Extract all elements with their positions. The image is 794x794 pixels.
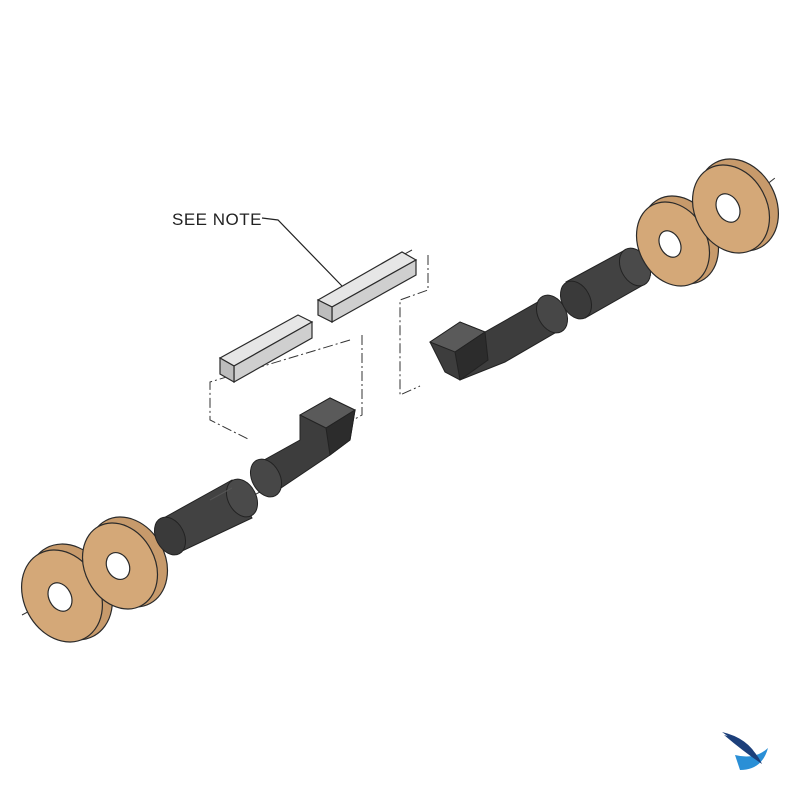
pin-right-body	[428, 294, 569, 381]
key-shaft-right	[316, 251, 418, 324]
pin-right-shaft	[559, 247, 652, 320]
washer-right-outer	[691, 158, 780, 254]
sail-logo-icon	[722, 732, 768, 770]
pin-left-body	[249, 397, 357, 498]
washer-left-outer	[20, 543, 114, 643]
key-shaft-left	[218, 314, 314, 384]
see-note-label: SEE NOTE	[172, 210, 262, 229]
see-note-callout: SEE NOTE	[172, 210, 343, 287]
pin-left-shaft	[153, 478, 259, 556]
callout-leader-line	[261, 217, 343, 287]
